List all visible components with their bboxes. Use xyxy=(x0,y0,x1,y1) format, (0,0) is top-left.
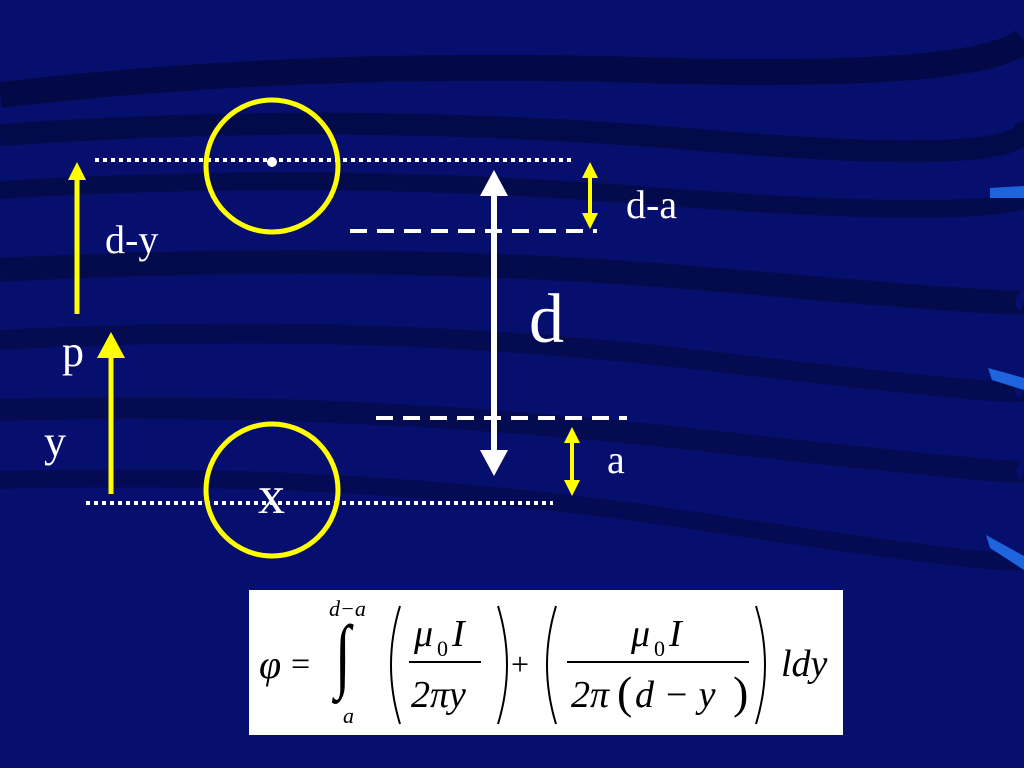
term1-I: I xyxy=(452,613,465,655)
label-y: y xyxy=(44,417,66,466)
term2-den-close-paren: ) xyxy=(733,667,749,718)
term1-mu: μ xyxy=(414,613,434,655)
term1-fraction-bar xyxy=(409,661,481,663)
arrow-y xyxy=(97,332,125,494)
integral-sign: ∫ xyxy=(335,609,351,700)
label-x: x xyxy=(258,465,285,525)
arrow-a xyxy=(564,427,580,496)
formula-upper-limit: d−a xyxy=(329,596,366,621)
term1-denominator: 2πy xyxy=(411,674,466,716)
top-wire-circle xyxy=(203,97,341,235)
term2-mu: μ xyxy=(631,613,651,655)
bottom-wire-circle xyxy=(203,421,341,559)
side-mark-2 xyxy=(988,368,1024,390)
formula-phi: φ xyxy=(259,642,282,687)
term2-I: I xyxy=(669,613,682,655)
side-mark-3 xyxy=(986,535,1024,570)
term2-den-2pi: 2π xyxy=(571,674,610,716)
formula-tail: ldy xyxy=(781,643,828,685)
formula-plus: + xyxy=(511,646,530,682)
top-wire-center-dot xyxy=(267,157,277,167)
arrow-d-a xyxy=(582,162,598,229)
label-d: d xyxy=(529,281,564,358)
term2-den-expr: d − y xyxy=(635,674,716,716)
term1-sub: 0 xyxy=(437,636,448,661)
arrow-d-y xyxy=(68,162,86,314)
formula-right-paren-2 xyxy=(755,605,766,725)
term2-fraction-bar xyxy=(567,661,749,663)
term2-den-open-paren: ( xyxy=(617,667,633,718)
formula-parentheses xyxy=(390,605,557,725)
label-d-minus-a: d-a xyxy=(626,182,678,227)
term2-sub: 0 xyxy=(654,636,665,661)
side-mark-1 xyxy=(990,186,1024,198)
label-a: a xyxy=(607,437,625,482)
label-d-minus-y: d-y xyxy=(105,217,159,262)
formula-box: φ = d−a ∫ a μ 0 I 2πy + μ 0 I 2π ( d − y… xyxy=(249,590,843,735)
label-p: p xyxy=(62,327,84,376)
formula-lower-limit: a xyxy=(343,703,354,728)
arrow-d xyxy=(480,170,508,476)
background-streaks xyxy=(0,29,1024,571)
formula-equals: = xyxy=(291,646,311,683)
